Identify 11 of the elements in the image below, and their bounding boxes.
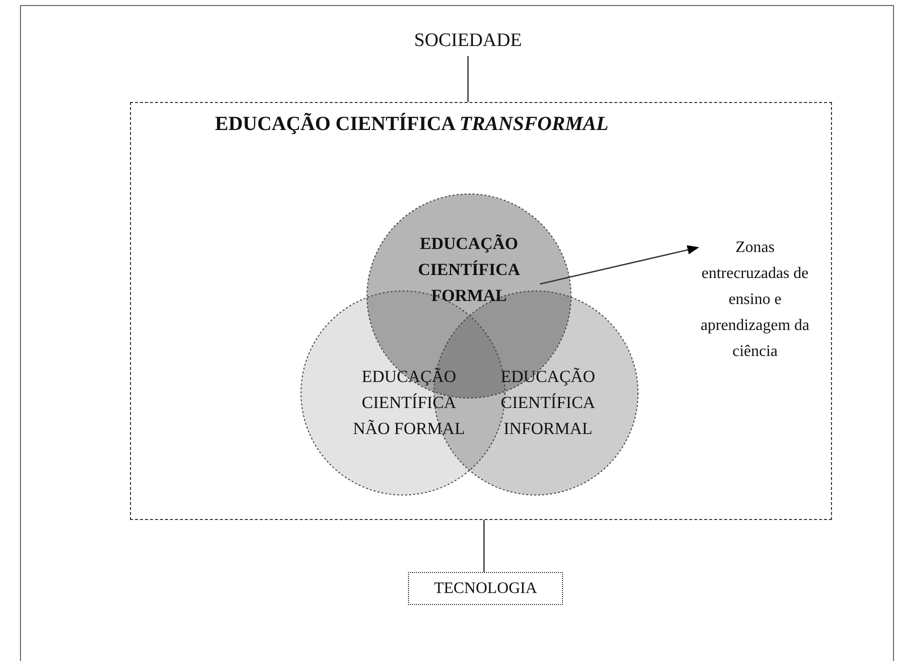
arrow [540, 245, 700, 285]
circle-label: EDUCAÇÃO CIENTÍFICA FORMAL [416, 233, 522, 307]
circle-label: EDUCAÇÃO CIENTÍFICA NÃO FORMAL [352, 366, 466, 440]
diagram-heading: EDUCAÇÃO CIENTÍFICA TRANSFORMAL [215, 113, 608, 136]
circle-label: EDUCAÇÃO CIENTÍFICA INFORMAL [500, 366, 596, 440]
label-box: TECNOLOGIA [408, 572, 563, 605]
callout-text: Zonas entrecruzadas de ensino e aprendizagem da ciência [699, 235, 811, 370]
connector-line [467, 56, 469, 102]
connector-line [483, 520, 485, 572]
node-label: SOCIEDADE [368, 26, 568, 56]
dashed-frame [130, 102, 832, 520]
